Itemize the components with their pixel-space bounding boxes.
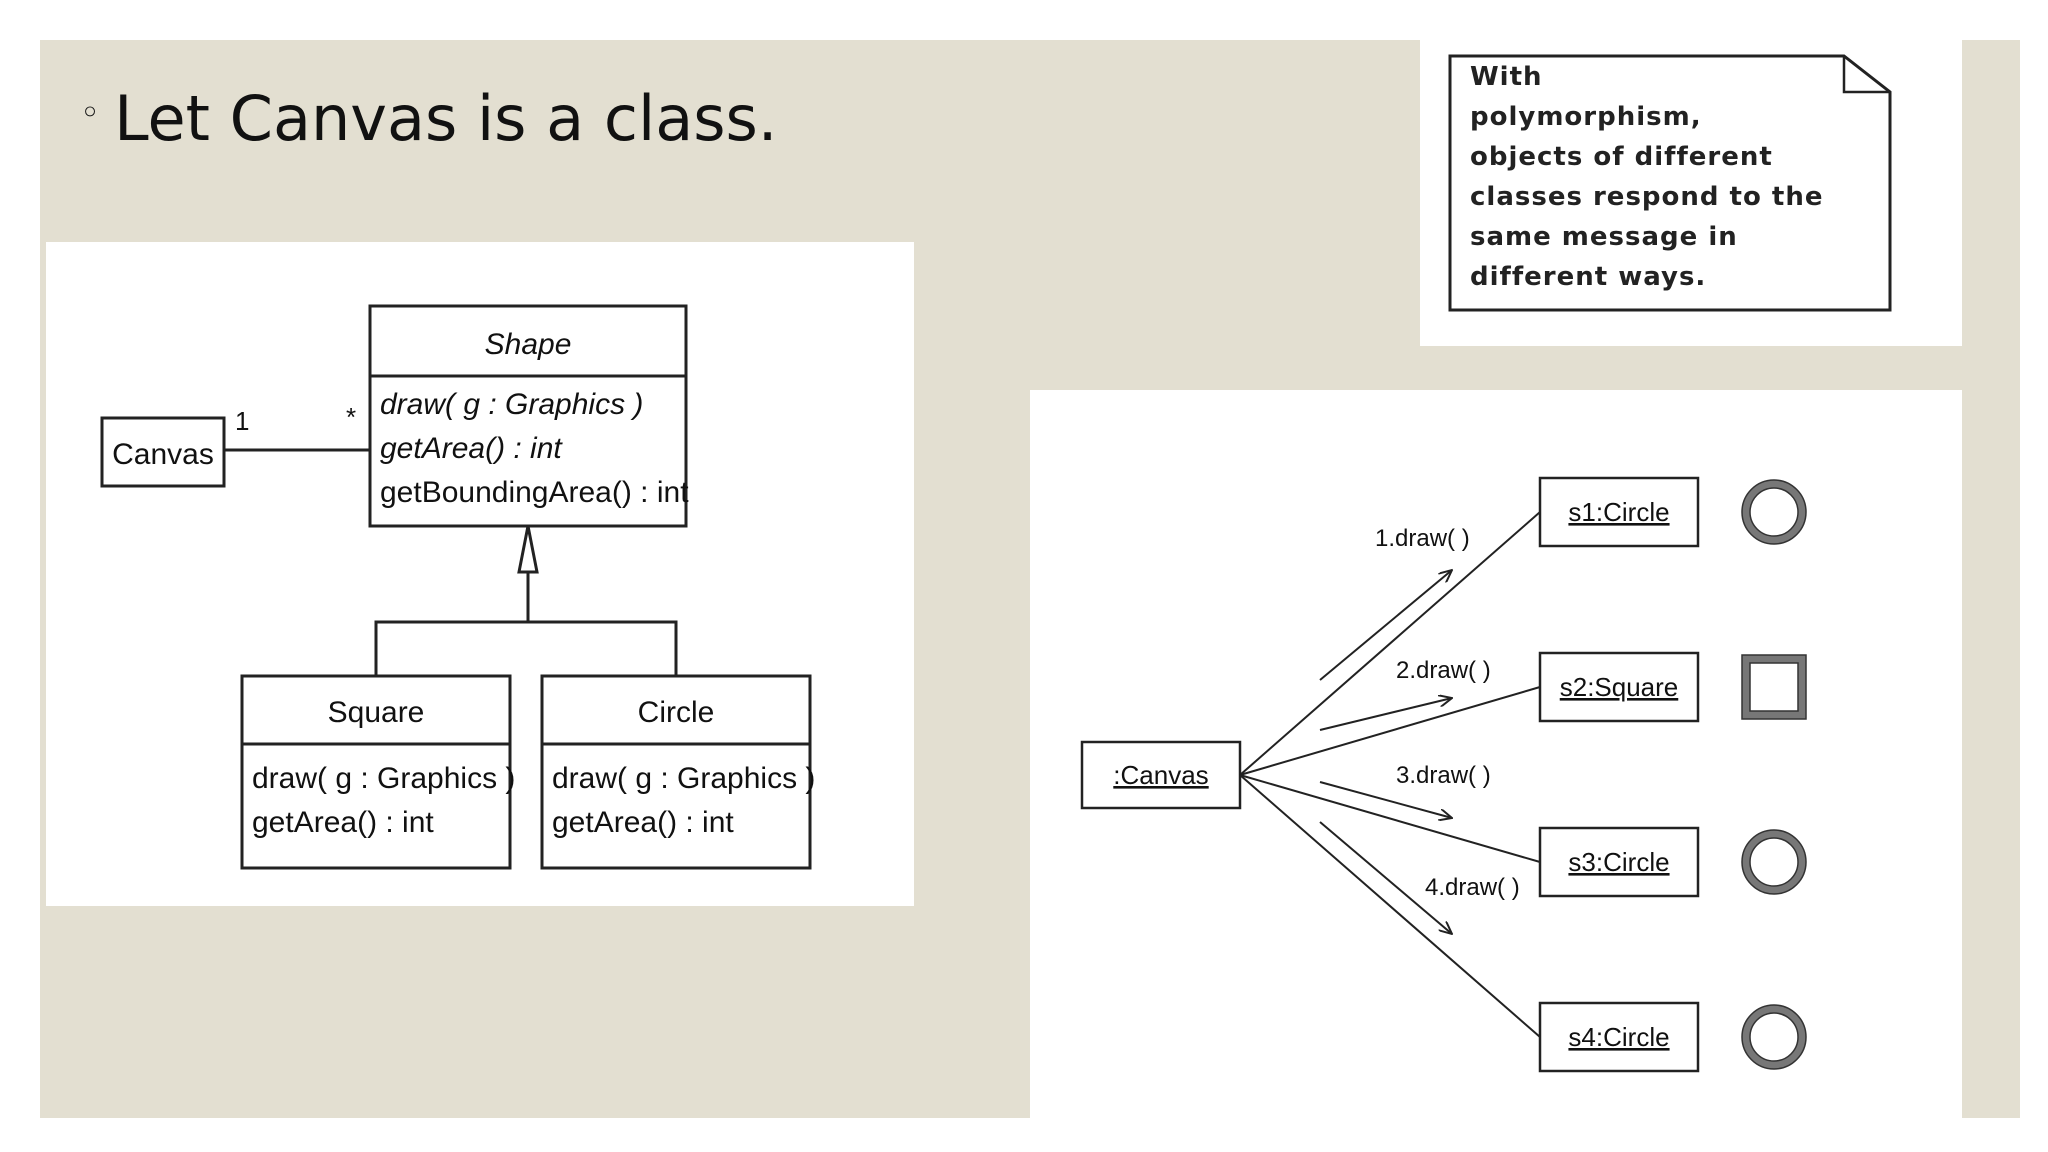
generalization-branches: [374, 620, 678, 676]
slide-title-text: Let Canvas is a class.: [114, 82, 778, 155]
canvas-object-box: [1080, 740, 1242, 810]
message-arrow-2: [1319, 698, 1452, 731]
circle-op-1: draw( g : Graphics ): [552, 762, 815, 795]
square-class-name: Square: [328, 696, 425, 729]
note-panel: With polymorphism, objects of different …: [1420, 40, 1962, 346]
shape-op-1: draw( g : Graphics ): [380, 388, 643, 421]
note-line-3: objects of different: [1470, 142, 1773, 172]
circle-icon: [1742, 1005, 1806, 1069]
message-label-3: 3.draw( ): [1396, 762, 1491, 789]
class-diagram-panel: Canvas 1 * Shape draw( g : Graphics ) ge…: [46, 242, 914, 906]
object-box-s1: [1538, 476, 1700, 548]
circle-class-box: [540, 674, 812, 870]
canvas-class-name: Canvas: [112, 438, 214, 471]
object-label-s4: s4:Circle: [1568, 1022, 1669, 1052]
square-icon: [1742, 655, 1806, 719]
canvas-multiplicity: 1: [235, 406, 249, 436]
message-label-1: 1.draw( ): [1375, 525, 1470, 552]
shape-multiplicity: *: [346, 402, 356, 432]
slide-title: ◦ Let Canvas is a class.: [80, 82, 778, 155]
note-outline: [1448, 54, 1892, 312]
inheritance-arrow-icon: [517, 525, 539, 574]
object-box-s3: [1538, 826, 1700, 898]
object-label-s2: s2:Square: [1560, 672, 1679, 702]
link-s4: [1239, 774, 1541, 1038]
note-line-5: same message in: [1470, 222, 1738, 252]
object-box-s4: [1538, 1001, 1700, 1073]
circle-icon: [1742, 830, 1806, 894]
note-line-1: With: [1470, 62, 1543, 92]
shape-class-name: Shape: [485, 328, 572, 361]
link-s1: [1239, 511, 1541, 776]
square-op-2: getArea() : int: [252, 806, 434, 839]
bullet-icon: ◦: [80, 92, 101, 133]
link-s2: [1239, 686, 1541, 776]
note-svg: With polymorphism, objects of different …: [1448, 54, 1892, 312]
shape-op-2: getArea() : int: [380, 432, 563, 465]
note-line-4: classes respond to the: [1470, 182, 1823, 212]
note-line-2: polymorphism,: [1470, 102, 1702, 132]
message-label-4: 4.draw( ): [1425, 874, 1520, 901]
square-op-1: draw( g : Graphics ): [252, 762, 515, 795]
circle-op-2: getArea() : int: [552, 806, 734, 839]
object-label-s3: s3:Circle: [1568, 847, 1669, 877]
object-box-s2: [1538, 651, 1700, 723]
shape-class-box: [368, 304, 688, 528]
message-arrow-1: [1319, 570, 1452, 681]
shape-op-3: getBoundingArea() : int: [380, 476, 689, 509]
message-arrow-3: [1319, 781, 1452, 818]
link-s3: [1239, 774, 1541, 863]
circle-icon: [1742, 480, 1806, 544]
note-line-6: different ways.: [1470, 262, 1706, 292]
collaboration-diagram-panel: :Canvas 1.draw( ) 2.draw( ) 3.draw( ) 4.…: [1030, 390, 1962, 1118]
square-class-box: [240, 674, 512, 870]
note-fold-icon: [1842, 56, 1890, 94]
circle-class-name: Circle: [638, 696, 715, 729]
object-label-s1: s1:Circle: [1568, 497, 1669, 527]
collaboration-svg: :Canvas 1.draw( ) 2.draw( ) 3.draw( ) 4.…: [1080, 476, 1807, 1073]
message-label-2: 2.draw( ): [1396, 657, 1491, 684]
canvas-class-box: [100, 416, 226, 488]
message-arrow-4: [1319, 821, 1452, 934]
class-diagram-svg: Canvas 1 * Shape draw( g : Graphics ) ge…: [100, 304, 815, 870]
canvas-object-label: :Canvas: [1113, 760, 1208, 790]
